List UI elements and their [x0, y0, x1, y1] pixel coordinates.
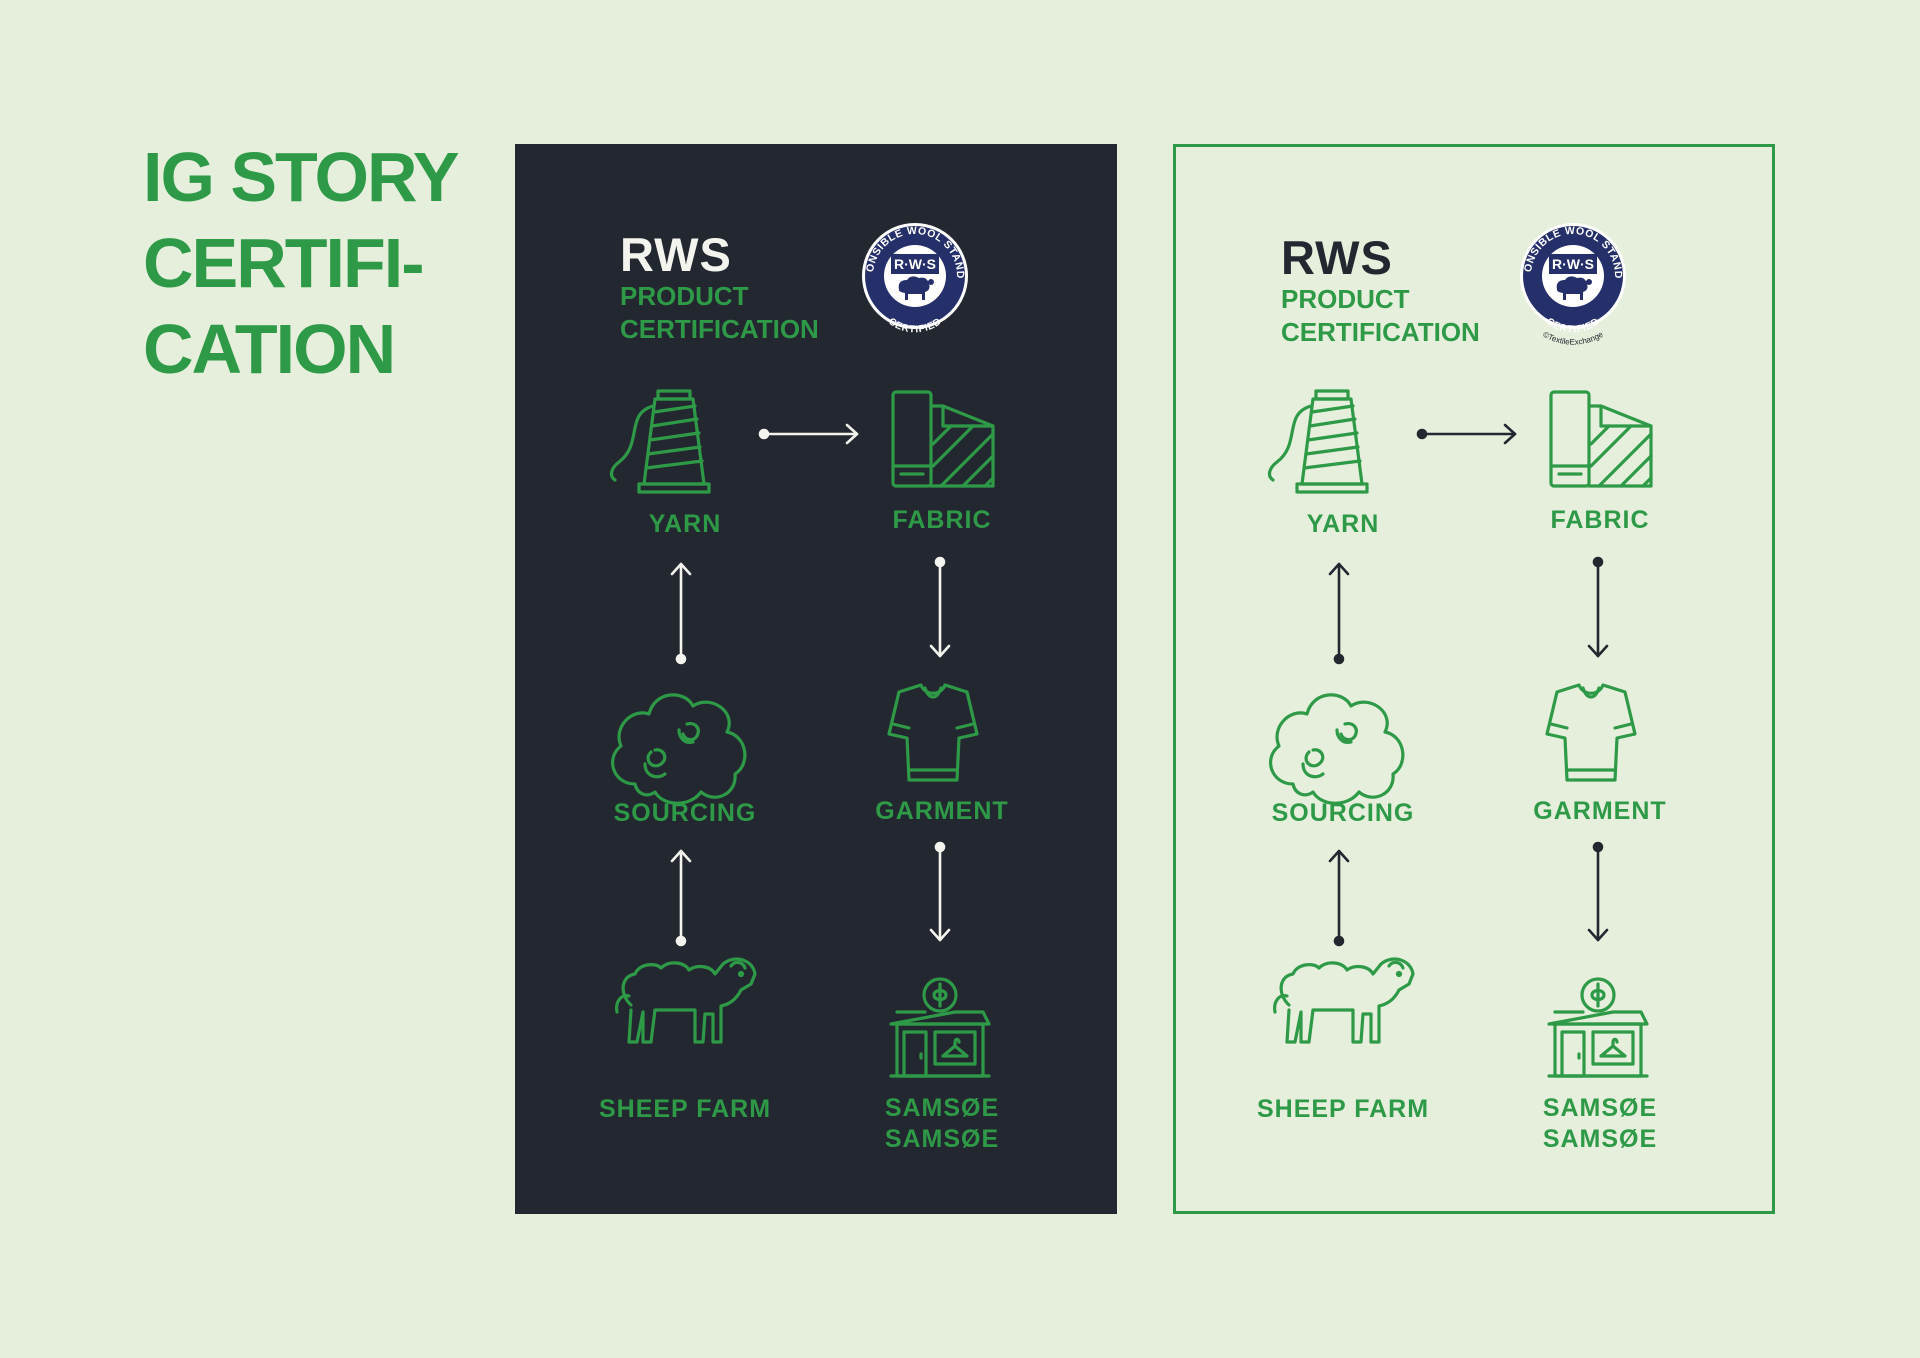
- arrow-garment-to-store: [1587, 841, 1609, 942]
- flow-diagram-dark: RESPONSIBLE WOOL STANDARD CERTIFIED R·W·…: [511, 135, 995, 1078]
- yarn-spool-icon: [609, 389, 711, 494]
- step-label-fabric: FABRIC: [892, 506, 992, 534]
- subheading-line-2: CERTIFICATION: [1281, 317, 1480, 347]
- page-title-line-2: CERTIFI-: [143, 224, 425, 302]
- step-label-fabric: FABRIC: [1550, 506, 1650, 534]
- arrow-sourcing-to-yarn: [1328, 562, 1350, 665]
- arrow-yarn-to-fabric: [1416, 423, 1517, 445]
- store-icon: [1547, 977, 1649, 1078]
- arrow-fabric-to-garment: [1587, 556, 1609, 658]
- subheading-line-2: CERTIFICATION: [620, 314, 819, 344]
- badge-center-text: R·W·S: [894, 256, 936, 272]
- step-label-garment: GARMENT: [875, 797, 1009, 825]
- step-label-yarn: YARN: [648, 510, 722, 538]
- arrow-sourcing-to-yarn: [670, 562, 692, 665]
- arrow-farm-to-sourcing: [670, 849, 692, 947]
- t-shirt-icon: [887, 683, 979, 782]
- step-label-sourcing: SOURCING: [613, 799, 757, 827]
- story-panel-light: RESPONSIBLE WOOL STANDARD CERTIFIED ©Tex…: [1169, 135, 1775, 1214]
- step-label-sheep-farm: SHEEP FARM: [1256, 1095, 1430, 1123]
- step-label-sourcing: SOURCING: [1271, 799, 1415, 827]
- t-shirt-icon: [1545, 683, 1637, 782]
- panel-subheading: PRODUCT CERTIFICATION: [1281, 283, 1480, 349]
- fabric-roll-icon: [891, 390, 995, 488]
- step-label-sheep-farm: SHEEP FARM: [598, 1095, 772, 1123]
- yarn-spool-icon: [1267, 389, 1369, 494]
- page-title-line-1: IG STORY: [143, 138, 460, 216]
- flow-arrows: [670, 423, 951, 947]
- flow-diagram-light: RESPONSIBLE WOOL STANDARD CERTIFIED ©Tex…: [1169, 135, 1653, 1078]
- step-label-garment: GARMENT: [1533, 797, 1667, 825]
- wool-cloud-icon: [1269, 693, 1405, 805]
- flow-arrows: [1328, 423, 1609, 947]
- wool-cloud-icon: [611, 693, 747, 805]
- arrow-farm-to-sourcing: [1328, 849, 1350, 947]
- fabric-roll-icon: [1549, 390, 1653, 488]
- step-label-store-line-2: SAMSØE: [1542, 1125, 1658, 1153]
- arrow-yarn-to-fabric: [758, 423, 859, 445]
- page-title: IG STORY CERTIFI- CATION: [143, 134, 460, 392]
- badge-center-text: R·W·S: [1552, 256, 1594, 272]
- step-label-store-line-1: SAMSØE: [1542, 1094, 1658, 1122]
- panel-subheading: PRODUCT CERTIFICATION: [620, 280, 819, 346]
- arrow-fabric-to-garment: [929, 556, 951, 658]
- step-label-yarn: YARN: [1306, 510, 1380, 538]
- sheep-icon: [1273, 957, 1415, 1044]
- panel-heading: RWS: [1281, 231, 1393, 284]
- arrow-garment-to-store: [929, 841, 951, 942]
- step-label-store-line-1: SAMSØE: [884, 1094, 1000, 1122]
- subheading-line-1: PRODUCT: [1281, 284, 1410, 314]
- subheading-line-1: PRODUCT: [620, 281, 749, 311]
- panel-heading: RWS: [620, 228, 732, 281]
- story-panel-dark: RESPONSIBLE WOOL STANDARD CERTIFIED R·W·…: [511, 135, 1117, 1214]
- step-label-store-line-2: SAMSØE: [884, 1125, 1000, 1153]
- store-icon: [889, 977, 991, 1078]
- page-title-line-3: CATION: [143, 310, 396, 388]
- sheep-icon: [615, 957, 757, 1044]
